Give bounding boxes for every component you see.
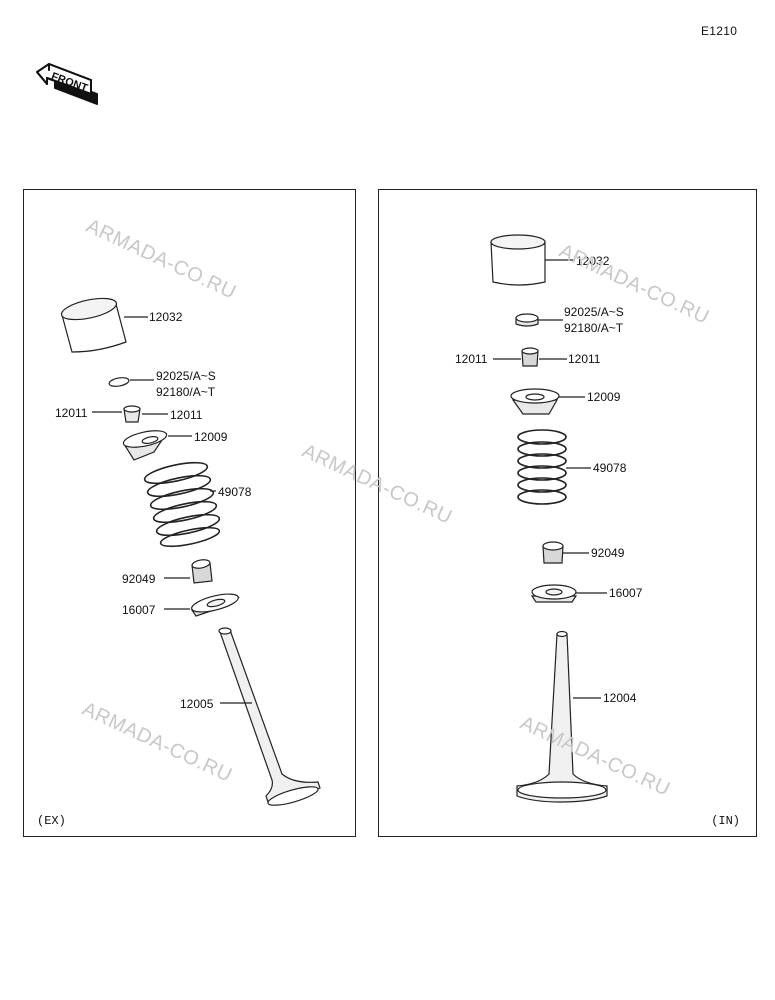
part-label-92049-ex: 92049 — [122, 572, 156, 586]
part-label-92180-ex: 92180/A~T — [156, 385, 216, 399]
spring-seat-16007-ex — [191, 593, 240, 617]
part-label-12011-left-in: 12011 — [455, 352, 488, 366]
retainer-12009-in — [510, 388, 560, 415]
part-label-92180-in: 92180/A~T — [564, 321, 624, 335]
front-arrow-logo: FRONT — [36, 63, 98, 105]
part-label-16007-in: 16007 — [609, 586, 643, 600]
tappet-12032-ex — [60, 297, 127, 353]
exhaust-valve-12005 — [218, 627, 321, 806]
intake-valve-panel: 12032 92025/A~S 92180/A~T 12011 12011 12… — [378, 189, 757, 837]
panel-label-intake: (IN) — [711, 814, 740, 828]
collet-12011-ex — [123, 405, 141, 423]
part-label-49078-ex: 49078 — [218, 485, 252, 499]
part-label-16007-ex: 16007 — [122, 603, 156, 617]
panel-label-exhaust: (EX) — [37, 814, 66, 828]
part-label-12011-right-ex: 12011 — [170, 408, 203, 422]
part-label-49078-in: 49078 — [593, 461, 627, 475]
document-code: E1210 — [701, 24, 738, 38]
exhaust-valve-drawing — [60, 297, 321, 806]
valve-seal-92049-ex — [191, 559, 213, 584]
part-label-12009-in: 12009 — [587, 390, 621, 404]
spring-seat-16007-in — [530, 584, 578, 603]
retainer-12009-ex — [122, 430, 168, 461]
shim-92025-in — [515, 313, 539, 327]
tappet-12032-in — [490, 234, 546, 286]
part-label-12032-ex: 12032 — [149, 310, 183, 324]
intake-valve-drawing — [490, 234, 608, 803]
intake-valve-12004 — [516, 630, 608, 803]
part-label-12032-in: 12032 — [576, 254, 610, 268]
exhaust-valve-panel: 12032 92025/A~S 92180/A~T 12011 12011 12… — [23, 189, 356, 837]
shim-92025-ex — [108, 377, 130, 387]
part-label-12011-left-ex: 12011 — [55, 406, 88, 420]
valve-seal-92049-in — [542, 541, 564, 564]
part-label-12009-ex: 12009 — [194, 430, 228, 444]
part-label-12011-right-in: 12011 — [568, 352, 601, 366]
part-label-12005-ex: 12005 — [180, 697, 214, 711]
spring-49078-in — [517, 429, 567, 505]
part-label-92049-in: 92049 — [591, 546, 625, 560]
collet-12011-in — [521, 347, 539, 367]
spring-49078-ex — [143, 461, 221, 548]
part-label-12004-in: 12004 — [603, 691, 637, 705]
part-label-92025-in: 92025/A~S — [564, 305, 624, 319]
part-label-92025-ex: 92025/A~S — [156, 369, 216, 383]
